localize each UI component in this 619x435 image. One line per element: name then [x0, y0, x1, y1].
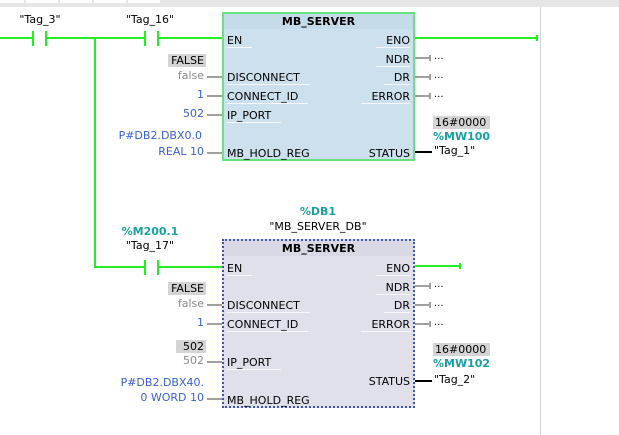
header-cell	[0, 0, 24, 3]
error-value[interactable]: ...	[434, 89, 444, 100]
status-address: %MW100	[433, 130, 491, 143]
dr-value[interactable]: ...	[434, 70, 444, 81]
contact-tag17-label[interactable]: "Tag_17"	[125, 239, 175, 252]
eno-wire-2	[415, 265, 460, 267]
pin-mb-hold-reg[interactable]: MB_HOLD_REG	[227, 394, 310, 407]
mb-hold-reg-wire-2	[207, 398, 222, 400]
ndr-wire-2	[415, 285, 430, 287]
pin-disconnect[interactable]: DISCONNECT	[227, 299, 310, 313]
mb-hold-reg-value-line2-2[interactable]: 0 WORD 10	[140, 391, 204, 404]
connect-id-value[interactable]: 1	[197, 88, 204, 101]
status-monitor-value-2: 16#0000	[433, 343, 490, 356]
connect-id-wire-2	[207, 323, 222, 325]
dr-endcap-2	[429, 302, 431, 308]
contact-tag17-right	[157, 260, 159, 275]
mb-hold-reg-wire	[207, 152, 222, 154]
error-wire	[415, 95, 430, 97]
contact-tag3-label[interactable]: "Tag_3"	[19, 13, 61, 26]
disconnect-wire	[207, 76, 222, 78]
mb-hold-reg-value-line1[interactable]: P#DB2.DBX0.0	[118, 129, 202, 142]
pin-mb-hold-reg[interactable]: MB_HOLD_REG	[227, 147, 310, 160]
rung-end	[536, 35, 538, 41]
header-cell	[26, 0, 58, 3]
branch-rung-wire	[94, 266, 144, 268]
pin-disconnect[interactable]: DISCONNECT	[227, 71, 310, 85]
pin-error[interactable]: ERROR	[361, 90, 410, 104]
eno-endcap-2	[459, 263, 461, 269]
mb-server-block-1[interactable]: MB_SERVER EN DISCONNECT CONNECT_ID IP_PO…	[222, 12, 415, 161]
ndr-wire	[415, 57, 430, 59]
instance-db-address: %DB1	[299, 205, 337, 218]
contact-tag16-right	[157, 31, 159, 46]
status-monitor-value: 16#0000	[433, 116, 490, 129]
pin-status[interactable]: STATUS	[368, 375, 410, 388]
contact-tag16-label[interactable]: "Tag_16"	[125, 13, 175, 26]
connect-id-value-2[interactable]: 1	[197, 316, 204, 329]
pin-ip-port[interactable]: IP_PORT	[227, 356, 282, 370]
contact-tag16-left	[144, 31, 146, 46]
ndr-value-2[interactable]: ...	[434, 279, 444, 290]
ndr-endcap-2	[429, 283, 431, 289]
connect-id-wire	[207, 95, 222, 97]
eno-wire	[415, 37, 537, 39]
status-wire-2	[415, 380, 432, 382]
header-cell	[128, 0, 160, 3]
error-endcap-2	[429, 321, 431, 327]
dr-value-2[interactable]: ...	[434, 298, 444, 309]
mb-hold-reg-value-line1-2[interactable]: P#DB2.DBX40.	[120, 376, 204, 389]
column-header-strip	[0, 0, 619, 7]
dr-wire	[415, 76, 430, 78]
dr-endcap	[429, 74, 431, 80]
ip-port-monitor-value-2: 502	[176, 340, 206, 353]
dr-wire-2	[415, 304, 430, 306]
status-wire	[415, 151, 432, 153]
mb-server-block-2[interactable]: MB_SERVER EN DISCONNECT CONNECT_ID IP_PO…	[222, 239, 415, 408]
error-value-2[interactable]: ...	[434, 317, 444, 328]
disconnect-wire-2	[207, 304, 222, 306]
power-rail-wire	[0, 37, 32, 39]
error-endcap	[429, 93, 431, 99]
contact-tag3-left	[32, 31, 34, 46]
contact-tag3-right	[45, 31, 47, 46]
contact-tag17-address: %M200.1	[121, 225, 179, 238]
pin-error[interactable]: ERROR	[361, 318, 410, 332]
pin-ndr[interactable]: NDR	[375, 281, 410, 295]
pin-ip-port[interactable]: IP_PORT	[227, 109, 282, 123]
branch-wire	[94, 37, 96, 267]
ndr-value[interactable]: ...	[434, 51, 444, 62]
disconnect-value[interactable]: false	[177, 69, 204, 82]
block-title: MB_SERVER	[224, 14, 413, 29]
pin-ndr[interactable]: NDR	[375, 53, 410, 67]
header-cell	[60, 0, 92, 3]
instance-db-name[interactable]: "MB_SERVER_DB"	[269, 220, 367, 233]
disconnect-monitor-value-2: FALSE	[168, 282, 206, 295]
pin-status[interactable]: STATUS	[368, 147, 410, 160]
en-wire	[159, 37, 222, 39]
error-wire-2	[415, 323, 430, 325]
disconnect-value-2[interactable]: false	[177, 297, 204, 310]
ip-port-value[interactable]: 502	[183, 107, 204, 120]
ndr-endcap	[429, 55, 431, 61]
status-address-2: %MW102	[433, 357, 491, 370]
contact-tag17-left	[144, 260, 146, 275]
en-wire-2	[159, 266, 222, 268]
pin-en[interactable]: EN	[227, 34, 253, 48]
pin-connect-id[interactable]: CONNECT_ID	[227, 90, 309, 104]
pin-eno[interactable]: ENO	[376, 34, 410, 48]
pin-dr[interactable]: DR	[383, 299, 410, 313]
status-tag[interactable]: "Tag_1"	[434, 144, 476, 157]
status-tag-2[interactable]: "Tag_2"	[434, 373, 476, 386]
disconnect-monitor-value: FALSE	[168, 54, 206, 67]
pin-eno[interactable]: ENO	[376, 262, 410, 276]
header-cell	[94, 0, 126, 3]
pin-connect-id[interactable]: CONNECT_ID	[227, 318, 309, 332]
pin-dr[interactable]: DR	[383, 71, 410, 85]
ip-port-wire-2	[207, 361, 222, 363]
pin-en[interactable]: EN	[227, 262, 253, 276]
ip-port-wire	[207, 114, 222, 116]
editor-divider	[540, 7, 541, 435]
mb-hold-reg-value-line2[interactable]: REAL 10	[158, 145, 204, 158]
ip-port-value-2[interactable]: 502	[183, 354, 204, 367]
block-title: MB_SERVER	[224, 241, 413, 256]
